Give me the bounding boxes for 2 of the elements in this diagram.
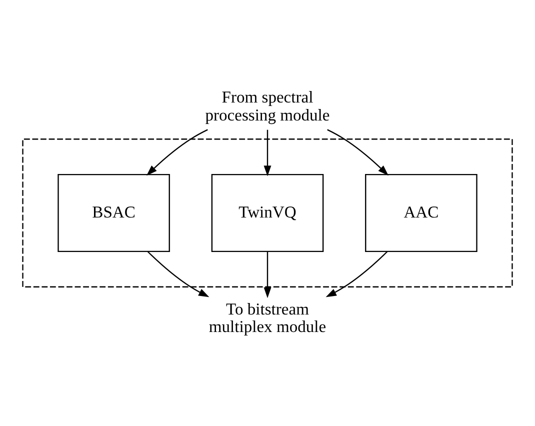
node-text: From spectral processing module [205, 88, 330, 124]
node-text: To bitstream multiplex module [208, 299, 326, 336]
